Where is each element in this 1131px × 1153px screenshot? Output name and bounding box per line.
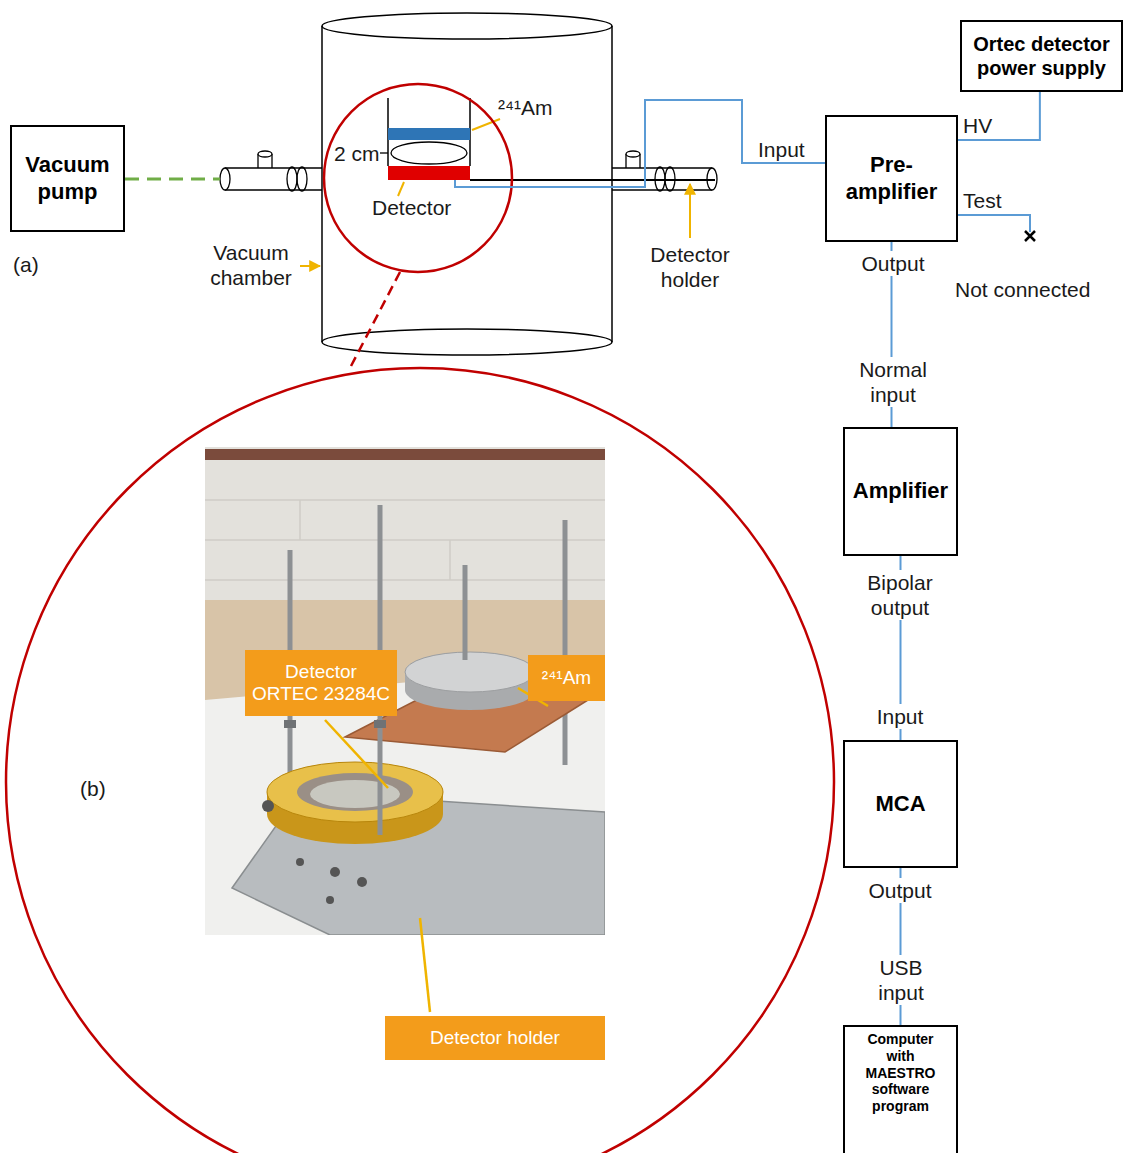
chamber-wall	[321, 26, 323, 342]
node-text: Amplifier	[853, 478, 948, 504]
photo-illustration	[205, 447, 605, 935]
node-text: Detector holder	[430, 1027, 560, 1049]
node-text: Pre- amplifier	[837, 152, 947, 205]
callout-arrow	[689, 184, 691, 238]
label-text: Detector holder	[640, 242, 740, 292]
source-holder-top	[405, 652, 535, 692]
leader-line	[325, 720, 388, 788]
mca-box: MCA	[843, 740, 958, 868]
detector-face	[310, 780, 400, 808]
chamber-bottom	[322, 329, 612, 355]
chamber-top	[322, 13, 612, 39]
gap-lens	[391, 142, 467, 164]
node-text: Ortec detector power supply	[968, 32, 1115, 80]
pipe	[205, 449, 605, 460]
source-disk	[388, 128, 470, 140]
plate-hole	[357, 877, 367, 887]
not-connected-mark	[1025, 231, 1035, 241]
source-holder	[405, 652, 535, 710]
nut	[284, 720, 296, 728]
callout-tag: Detector holder	[385, 1016, 605, 1060]
test-cable	[958, 215, 1030, 232]
label-text: ²⁴¹Am	[498, 95, 553, 120]
callout-tag: ²⁴¹Am	[528, 655, 605, 701]
tube-edge	[225, 167, 322, 168]
tube-ring	[287, 167, 297, 191]
wall	[205, 447, 605, 617]
callout-arrow	[300, 265, 320, 267]
computer-box: Computer with MAESTRO software program	[843, 1025, 958, 1153]
plate-hole	[326, 896, 334, 904]
zoom-circle	[6, 368, 834, 1153]
label-text: Test	[963, 188, 1002, 213]
plate-hole	[330, 867, 340, 877]
node-text: Computer with MAESTRO software program	[861, 1031, 941, 1115]
preamp-box: Pre- amplifier	[825, 115, 958, 242]
label-text: Not connected	[955, 277, 1090, 302]
label-text: Input	[850, 704, 950, 729]
tube-ring	[297, 167, 307, 191]
label-text: Vacuum chamber	[205, 240, 297, 290]
label-text: Normal input	[843, 357, 943, 407]
leader-line	[420, 918, 430, 1012]
zoom-circle	[324, 84, 512, 272]
holder-plate	[232, 792, 605, 935]
callout-tag: Detector ORTEC 23284C	[245, 650, 397, 716]
label-text: (a)	[13, 252, 39, 277]
plate-hole	[296, 858, 304, 866]
detector-face	[297, 773, 413, 811]
label-text: Output	[850, 878, 950, 903]
tube-end	[220, 168, 230, 190]
dimension-tick	[380, 152, 388, 153]
leader-line	[398, 182, 404, 196]
chamber-wall	[611, 26, 613, 342]
brick-lines	[205, 500, 605, 617]
node-text: Vacuum pump	[18, 152, 117, 205]
nut	[374, 720, 386, 728]
connector	[262, 800, 274, 812]
label-text: 2 cm	[334, 141, 380, 166]
label-text: Detector	[372, 195, 451, 220]
tube-stub-top	[258, 151, 272, 157]
label-text: HV	[963, 113, 992, 138]
label-text: Input	[758, 137, 805, 162]
holder-rod	[470, 179, 715, 181]
label-text: USB input	[866, 955, 936, 1005]
label-text: Output	[843, 251, 943, 276]
pump-box: Vacuum pump	[10, 125, 125, 232]
node-text: MCA	[875, 791, 925, 817]
tube-edge	[225, 189, 322, 190]
threaded-rod	[463, 565, 468, 660]
amplifier-box: Amplifier	[843, 427, 958, 556]
label-text: Bipolar output	[850, 570, 950, 620]
pump-hose	[125, 178, 220, 181]
node-text: Detector ORTEC 23284C	[251, 661, 391, 705]
node-text: ²⁴¹Am	[542, 667, 591, 689]
detector-ring-top	[267, 762, 443, 822]
detector-disk	[388, 166, 470, 180]
power-supply-box: Ortec detector power supply	[960, 20, 1123, 92]
zoom-link	[350, 272, 400, 368]
signal-cable	[958, 92, 1040, 140]
tube-stub-top	[626, 151, 640, 157]
label-text: (b)	[80, 776, 106, 801]
threaded-rod	[563, 520, 568, 765]
